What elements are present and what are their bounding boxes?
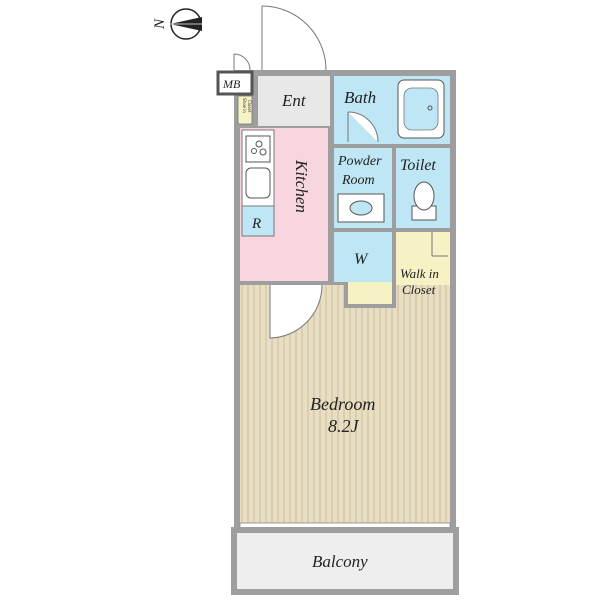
entrance-label: Ent [281, 91, 307, 110]
bath-door-arc [347, 111, 379, 143]
walk-in-closet-label-1: Walk in [400, 266, 439, 281]
entrance-door [233, 5, 327, 71]
washbasin-bowl [349, 200, 373, 216]
shoe-closet-label-1: Shoe in [242, 98, 247, 113]
north-compass-icon: N [152, 8, 202, 40]
shoe-closet-label-2: Closet [247, 100, 252, 113]
bedroom-door-arc [269, 284, 323, 339]
kitchen-sink-icon [245, 167, 271, 199]
shoe-closet [237, 95, 253, 125]
toilet-label: Toilet [400, 157, 436, 174]
powder-room-label-1: Powder [337, 154, 382, 169]
stove-icon [245, 135, 271, 163]
mb-label: MB [222, 77, 241, 91]
washer-area [334, 232, 392, 282]
bath-label: Bath [344, 88, 376, 107]
entrance-area [258, 76, 330, 126]
powder-room-label-2: Room [341, 173, 375, 188]
balcony-area [231, 527, 459, 595]
closet-front-fill [348, 282, 392, 304]
balcony-label: Balcony [312, 552, 368, 571]
toilet-icon [411, 181, 437, 221]
walk-in-closet-label-2: Closet [402, 282, 436, 297]
washer-label: W [354, 251, 369, 268]
bedroom-size-label: 8.2J [328, 416, 360, 436]
refrigerator-space [241, 205, 275, 237]
kitchen-label: Kitchen [292, 159, 311, 213]
meter-box [216, 70, 254, 96]
refrigerator-label: R [251, 216, 261, 232]
compass-north-label: N [152, 18, 168, 30]
bedroom-label: Bedroom [310, 394, 375, 414]
bathtub-inner [403, 87, 439, 131]
bathtub-drain [427, 105, 433, 111]
